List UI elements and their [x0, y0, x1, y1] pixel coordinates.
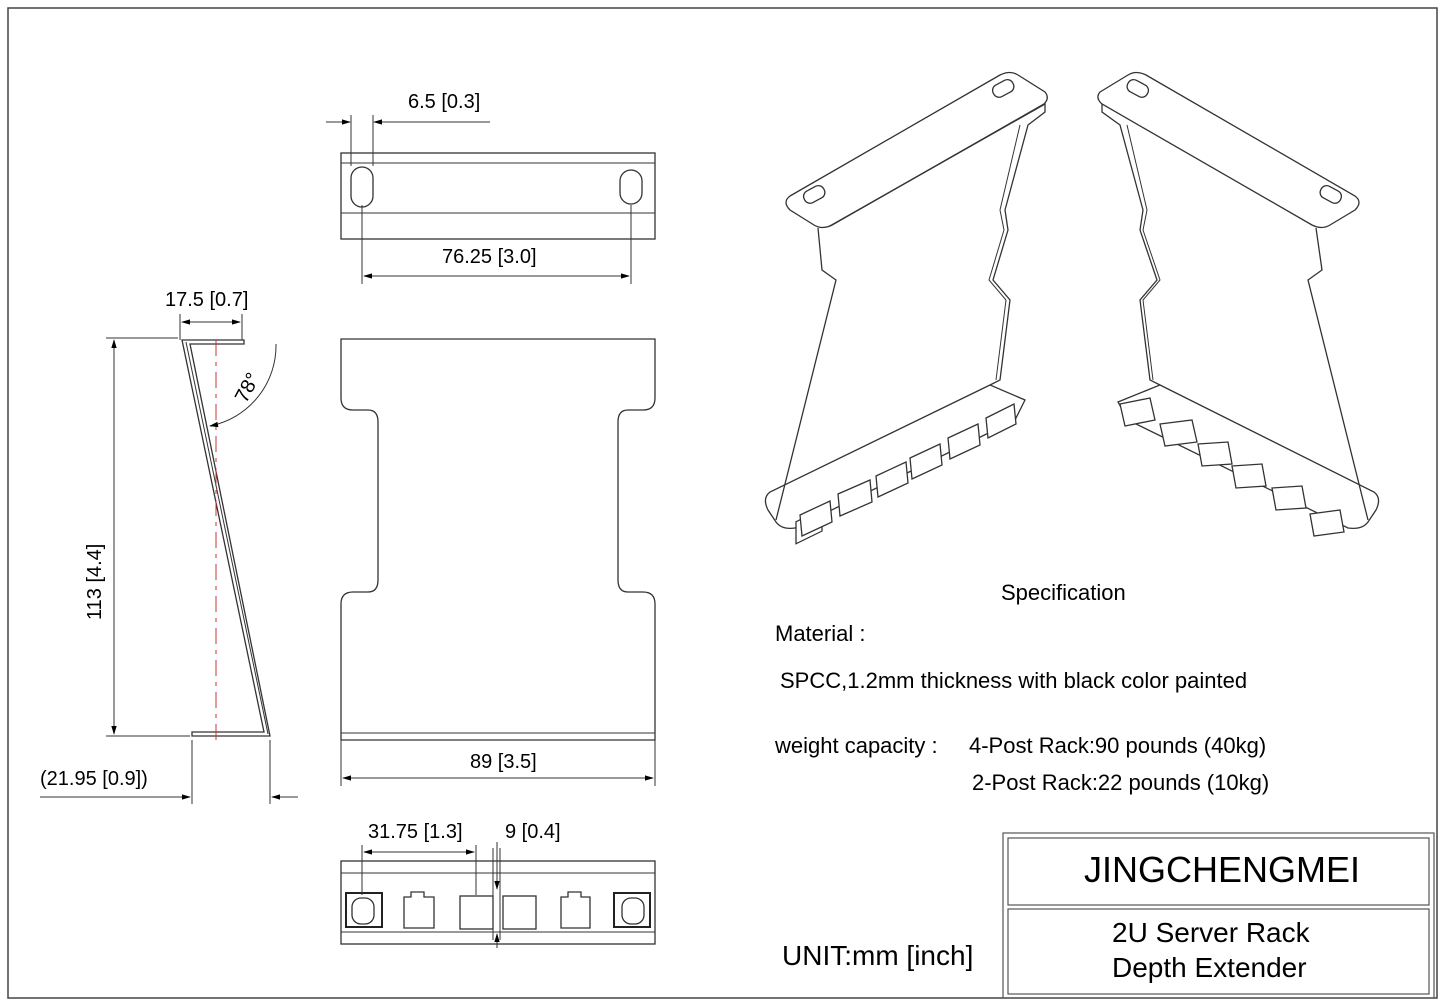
dim-side-flange: 17.5 [0.7] — [165, 289, 248, 311]
spec-weight-4post: 4-Post Rack:90 pounds (40kg) — [969, 733, 1266, 758]
spec-weight-2post: 2-Post Rack:22 pounds (10kg) — [972, 770, 1269, 795]
dim-front-width: 89 [3.5] — [470, 751, 537, 773]
spec-title: Specification — [1001, 580, 1126, 605]
bottom-view: 31.75 [1.3] 9 [0.4] — [340, 821, 656, 948]
specification-block: Specification Material : SPCC,1.2mm thic… — [774, 580, 1269, 795]
dim-side-height: 113 [4.4] — [84, 544, 106, 620]
dim-side-offset: (21.95 [0.9]) — [40, 768, 148, 790]
iso-bracket-right — [1097, 71, 1380, 537]
front-view: 89 [3.5] — [340, 338, 656, 786]
spec-weight-label: weight capacity : — [774, 733, 938, 758]
dim-bottom-slot-width: 9 [0.4] — [505, 821, 561, 843]
top-view: 6.5 [0.3] 76.25 [3.0] — [326, 91, 656, 284]
iso-bracket-left — [764, 71, 1048, 545]
product-name-line1: 2U Server Rack — [1112, 917, 1311, 948]
spec-material-value: SPCC,1.2mm thickness with black color pa… — [780, 668, 1247, 693]
dim-top-hole-spacing: 76.25 [3.0] — [442, 246, 537, 268]
brand-name: JINGCHENGMEI — [1084, 849, 1360, 890]
spec-material-label: Material : — [775, 621, 865, 646]
dim-side-angle: 78° — [231, 369, 265, 406]
side-view: 17.5 [0.7] 78° 113 [4.4] (21.95 [0.9]) — [40, 289, 298, 804]
dim-bottom-slot-spacing: 31.75 [1.3] — [368, 821, 463, 843]
dim-top-hole-offset: 6.5 [0.3] — [408, 91, 480, 113]
title-block: JINGCHENGMEI 2U Server Rack Depth Extend… — [782, 832, 1435, 999]
drawing-border — [7, 7, 1438, 999]
product-name-line2: Depth Extender — [1112, 952, 1307, 983]
unit-label: UNIT:mm [inch] — [782, 940, 973, 971]
